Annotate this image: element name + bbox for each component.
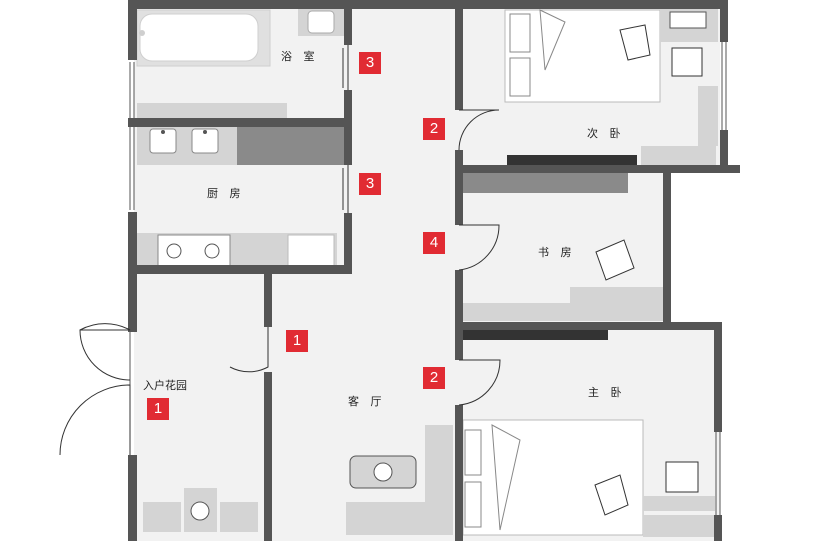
marker-second-bed-door: 2 [423, 118, 445, 140]
doors [59, 45, 501, 456]
room-label-living-room: 客 厅 [348, 395, 386, 408]
master-bed [462, 419, 644, 536]
master-desk [643, 461, 715, 537]
kitchen-counter [237, 127, 344, 165]
marker-master-door: 2 [423, 367, 445, 389]
study-shelf [463, 173, 628, 193]
room-label-second-bedroom: 次 卧 [587, 127, 625, 140]
marker-living-door: 1 [286, 330, 308, 352]
second-desk [641, 8, 718, 166]
dining-table [349, 455, 417, 489]
kitchen-sinks [137, 127, 237, 165]
wardrobe-rail [507, 155, 637, 166]
walls [128, 0, 740, 541]
marker-study-door: 4 [423, 232, 445, 254]
bathtub [136, 9, 271, 67]
bath-counter [137, 103, 287, 118]
room-label-bathroom: 浴 室 [281, 50, 319, 63]
room-label-master-bedroom: 主 卧 [588, 386, 626, 399]
second-bed [504, 9, 661, 103]
bath-sink [298, 8, 344, 36]
marker-bath-door: 3 [359, 52, 381, 74]
master-wardrobe [463, 330, 608, 340]
garden-furniture [143, 488, 258, 532]
stove [137, 233, 337, 269]
sofa [346, 425, 453, 535]
room-label-study: 书 房 [538, 246, 576, 259]
room-label-entry-garden: 入户花园 [143, 379, 187, 392]
marker-garden: 1 [147, 398, 169, 420]
marker-kitchen-door: 3 [359, 173, 381, 195]
room-label-kitchen: 厨 房 [207, 187, 245, 200]
study-desk [463, 239, 663, 321]
